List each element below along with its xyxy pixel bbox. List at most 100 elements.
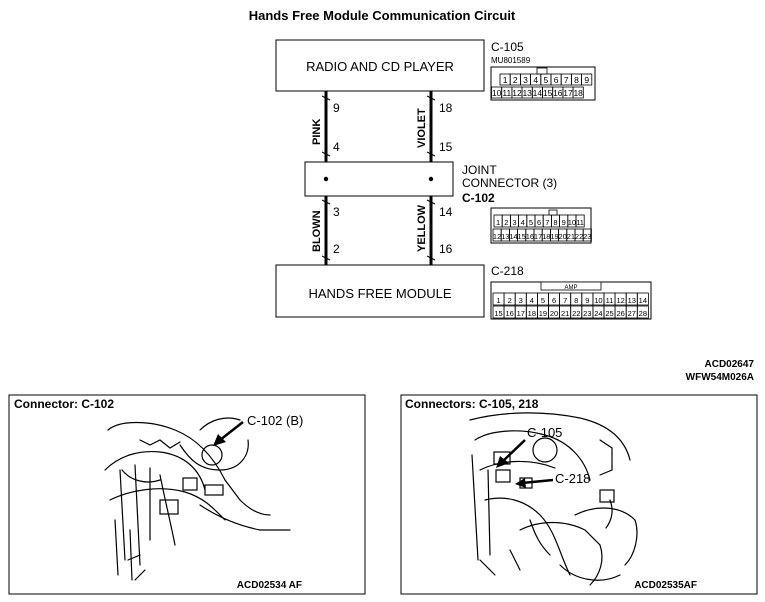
c218-pin-label: 7	[563, 296, 567, 305]
panel-connectors-c105-c218: Connectors: C-105, 218 C-105 C-218 ACD0	[400, 394, 758, 595]
radio-cd-player-label: RADIO AND CD PLAYER	[306, 59, 454, 74]
c102-pin-label: 17	[534, 232, 542, 241]
c218-pin-label: 12	[616, 296, 624, 305]
connector-c105-id: C-105	[491, 40, 524, 54]
c102-pin-cell	[582, 228, 592, 242]
c102-pin-label: 22	[575, 232, 583, 241]
wire-left-upper: 9 4 PINK	[311, 91, 340, 162]
c105-pin-label: 17	[563, 88, 573, 98]
c102-pin-label: 12	[493, 232, 501, 241]
c218-pin-label: 3	[519, 296, 523, 305]
c102-pin-label: 9	[562, 218, 566, 227]
c102-pin-label: 5	[529, 218, 533, 227]
dashboard-wiring-illustration-right	[469, 412, 638, 586]
c218-pin-label: 19	[539, 309, 547, 318]
c105-pin-label: 3	[523, 75, 528, 85]
wire-right-lower-color: YELLOW	[416, 204, 428, 252]
c105-pin-cell	[581, 73, 593, 86]
wire-left-lower-bottom-pin: 2	[333, 242, 340, 256]
c102-pin-label: 15	[518, 232, 526, 241]
c218-pin-label: 18	[528, 309, 536, 318]
c218-pin-label: 17	[517, 309, 525, 318]
c105-pin-label: 10	[492, 88, 502, 98]
splice-dot-left	[323, 176, 329, 182]
c105-pin-label: 11	[502, 88, 511, 98]
c218-pin-label: 28	[639, 309, 647, 318]
c218-pin-cell	[636, 305, 649, 319]
c218-pin-label: 23	[583, 309, 591, 318]
c102-pin-label: 20	[559, 232, 567, 241]
c218-pin-label: 5	[541, 296, 545, 305]
c102-key-tab	[548, 209, 558, 216]
panel-right-title: Connectors: C-105, 218	[405, 397, 539, 411]
c102-pin-label: 23	[583, 232, 591, 241]
diagram-code-2: WFW54M026A	[686, 372, 754, 383]
c102-pin-label: 6	[537, 218, 541, 227]
panel-left-code: ACD02534 AF	[237, 580, 302, 591]
arrow-c102-head	[213, 434, 226, 446]
c218-pin-label: 27	[628, 309, 636, 318]
diagram-title: Hands Free Module Communication Circuit	[249, 8, 516, 23]
callout-c105: C-105	[527, 425, 562, 440]
c218-pin-label: 9	[585, 296, 589, 305]
wire-right-upper: 18 15 VIOLET	[416, 91, 453, 162]
c102-pin-label: 2	[504, 218, 508, 227]
c218-pin-cell	[636, 292, 649, 306]
wire-left-upper-top-pin: 9	[333, 101, 340, 115]
c105-pin-label: 7	[564, 75, 569, 85]
c105-pin-label: 6	[554, 75, 559, 85]
c105-pin-cell	[572, 86, 584, 99]
c102-pin-label: 21	[567, 232, 575, 241]
c102-pin-label: 11	[576, 218, 584, 227]
c102-pin-label: 1	[496, 218, 500, 227]
c105-pin-label: 5	[544, 75, 549, 85]
c102-pin-label: 13	[501, 232, 509, 241]
c218-pin-label: 15	[494, 309, 502, 318]
arrow-c105-head	[496, 456, 509, 468]
c105-pin-label: 16	[553, 88, 563, 98]
wire-left-lower-top-pin: 3	[333, 205, 340, 219]
c218-pin-label: 11	[606, 296, 614, 305]
wire-left-upper-bottom-pin: 4	[333, 140, 340, 154]
c105-pin-label: 8	[574, 75, 579, 85]
c218-pin-label: 20	[550, 309, 558, 318]
c105-key-tab	[536, 67, 548, 75]
panel-connector-c102: Connector: C-102 C-102 (B) ACD02534 AF	[8, 394, 366, 595]
c102-pin-cell	[575, 214, 585, 228]
c105-pin-label: 9	[584, 75, 589, 85]
joint-connector-label-2: CONNECTOR (3)	[462, 176, 557, 190]
diagram-code-1: ACD02647	[705, 359, 755, 370]
c102-pin-label: 7	[545, 218, 549, 227]
c105-pin-label: 1	[503, 75, 508, 85]
radio-cd-player-module: RADIO AND CD PLAYER	[275, 39, 485, 92]
c102-pin-label: 18	[542, 232, 550, 241]
c218-pin-label: 8	[574, 296, 578, 305]
wire-left-lower: 3 2 BLOWN	[311, 196, 340, 265]
c105-pin-label: 13	[522, 88, 532, 98]
c105-pin-label: 2	[513, 75, 518, 85]
c218-pin-label: 13	[628, 296, 636, 305]
hands-free-module-label: HANDS FREE MODULE	[308, 286, 451, 301]
wire-left-lower-color: BLOWN	[311, 210, 323, 252]
c218-pin-label: 26	[616, 309, 624, 318]
c102-pin-label: 16	[526, 232, 534, 241]
connector-c218-id: C-218	[491, 264, 524, 278]
c218-pin-label: 6	[552, 296, 556, 305]
c218-key-tab	[540, 281, 602, 291]
c102-pin-label: 3	[512, 218, 516, 227]
c102-pin-label: 8	[553, 218, 557, 227]
c102-pin-label: 4	[521, 218, 525, 227]
callout-c102: C-102 (B)	[247, 413, 303, 428]
c218-pin-label: 2	[508, 296, 512, 305]
wire-left-upper-color: PINK	[311, 119, 323, 145]
c218-pin-label: 4	[530, 296, 534, 305]
c218-pin-label: 1	[496, 296, 500, 305]
c218-pin-label: 16	[505, 309, 513, 318]
panel-left-title: Connector: C-102	[14, 397, 114, 411]
c105-pin-label: 18	[573, 88, 583, 98]
c105-pin-label: 12	[512, 88, 522, 98]
c105-pin-label: 4	[533, 75, 538, 85]
